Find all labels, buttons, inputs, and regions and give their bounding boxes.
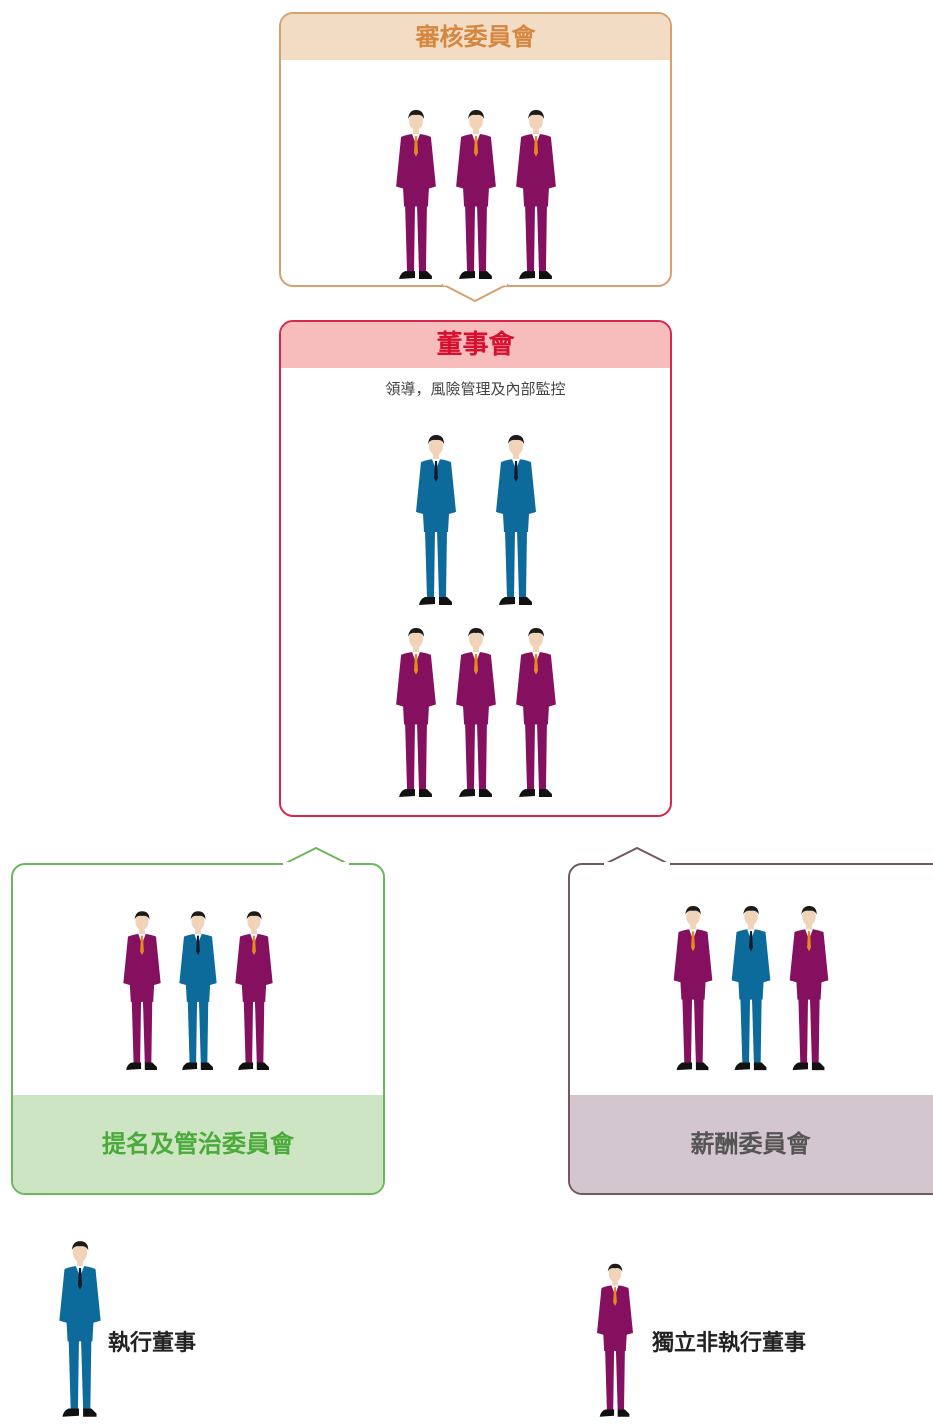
nomination-committee-members bbox=[13, 900, 383, 1075]
audit-to-board-pointer bbox=[441, 284, 509, 303]
nomination-committee-title: 提名及管治委員會 bbox=[102, 1130, 294, 1158]
nomination-pointer-cover bbox=[283, 862, 349, 866]
legend-independent-label: 獨立非執行董事 bbox=[652, 1331, 807, 1356]
remuneration-pointer-cover bbox=[604, 862, 670, 866]
board-subtitle: 領導，風險管理及內部監控 bbox=[385, 380, 566, 398]
audit-committee-box: 審核委員會 bbox=[279, 12, 672, 287]
audit-committee-title: 審核委員會 bbox=[415, 23, 536, 51]
independent-director-icon bbox=[455, 109, 496, 280]
executive-director-icon bbox=[59, 1241, 101, 1417]
board-independent-members bbox=[281, 622, 670, 802]
independent-director-icon bbox=[395, 109, 436, 280]
independent-director-icon bbox=[455, 627, 496, 798]
independent-director-icon bbox=[515, 109, 556, 280]
independent-director-icon bbox=[673, 905, 712, 1071]
remuneration-committee-members bbox=[570, 900, 931, 1075]
remuneration-committee-box: 薪酬委員會 bbox=[568, 863, 933, 1195]
independent-director-icon bbox=[597, 1263, 633, 1417]
independent-director-icon bbox=[123, 911, 161, 1070]
legend-executive-figure bbox=[45, 1240, 115, 1422]
independent-director-icon bbox=[395, 627, 436, 798]
board-executive-members bbox=[281, 430, 670, 610]
audit-committee-members bbox=[281, 94, 670, 284]
executive-director-icon bbox=[415, 435, 456, 605]
executive-director-icon bbox=[731, 905, 770, 1071]
nomination-committee-footer: 提名及管治委員會 bbox=[13, 1095, 383, 1193]
nomination-committee-box: 提名及管治委員會 bbox=[11, 863, 385, 1195]
independent-director-icon bbox=[235, 911, 273, 1070]
independent-director-icon bbox=[515, 627, 556, 798]
board-box: 董事會 領導，風險管理及內部監控 bbox=[279, 320, 672, 817]
board-header: 董事會 bbox=[281, 322, 670, 368]
executive-director-icon bbox=[495, 435, 536, 605]
independent-director-icon bbox=[789, 905, 828, 1071]
board-title: 董事會 bbox=[436, 330, 515, 360]
remuneration-committee-footer: 薪酬委員會 bbox=[570, 1095, 933, 1193]
executive-director-icon bbox=[179, 911, 217, 1070]
legend-executive-label: 執行董事 bbox=[108, 1331, 197, 1356]
audit-committee-header: 審核委員會 bbox=[281, 14, 670, 60]
remuneration-committee-title: 薪酬委員會 bbox=[690, 1130, 811, 1158]
legend-independent-figure bbox=[580, 1262, 650, 1422]
